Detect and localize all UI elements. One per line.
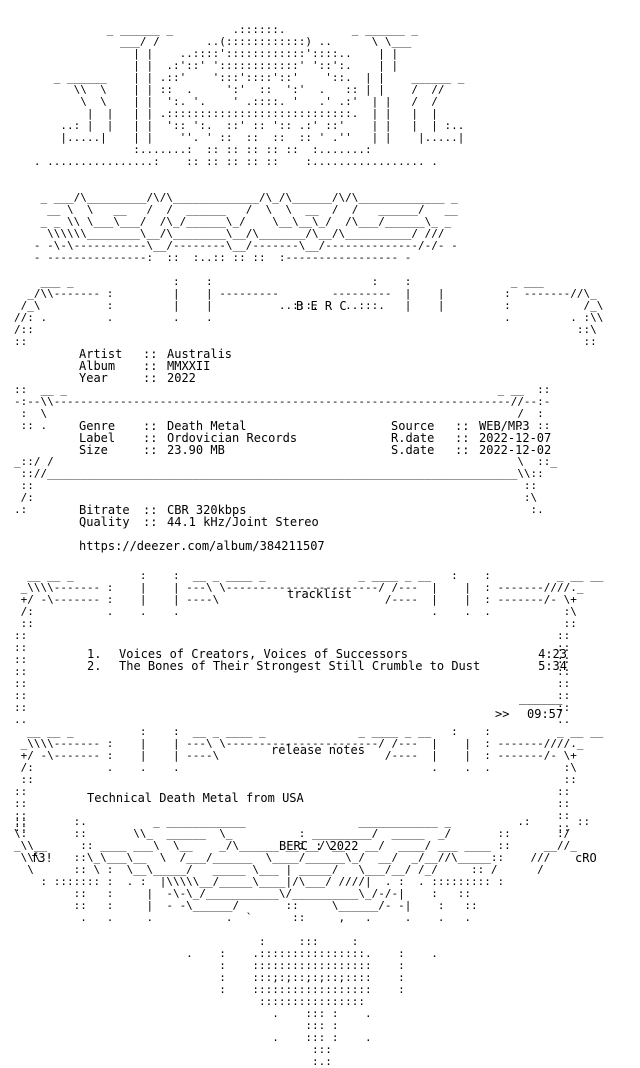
- size-value: 23.90 MB: [167, 443, 225, 457]
- year-sep: ::: [143, 371, 158, 385]
- skull-logo-art: _ ______ _ .::::::. _ ______ _ ___/ / ..…: [33, 23, 465, 168]
- track-number: 2.: [87, 659, 102, 673]
- album-url-link[interactable]: https://deezer.com/album/384211507: [79, 539, 325, 553]
- total-time: 09:57: [527, 707, 564, 721]
- album-sep: ::: [143, 359, 158, 373]
- genre-value: Death Metal: [167, 419, 247, 433]
- banner-band-art: _ ___/\_________/\/\_____________/\_/\__…: [33, 191, 458, 264]
- total-marker: >>: [495, 707, 510, 721]
- quality-label: Quality: [79, 515, 130, 529]
- track-title: The Bones of Their Strongest Still Crumb…: [119, 659, 481, 673]
- logo-text: B E R C: [296, 299, 347, 313]
- track-number: 1.: [87, 647, 102, 661]
- footer-skull-art: : ::: : . : .::::::::::::::::. : . : :::…: [186, 935, 438, 1068]
- track-title: Voices of Creators, Voices of Successors: [119, 647, 408, 661]
- total-underline: ______: [519, 691, 563, 705]
- release-notes-header-art: __ __ _ : : __ _ ____ _ _ ____ _ __ : : …: [20, 725, 604, 786]
- footer-logo-art: :: :. _ ____________ ____________ _ .: :…: [14, 815, 591, 924]
- source-value: WEB/MP3: [479, 419, 530, 433]
- source-sep: ::: [455, 419, 470, 433]
- frame-top-art: ___ _ : : : : _ ___ _/\\------- : | | --…: [14, 275, 604, 348]
- tracklist-heading: tracklist: [287, 587, 353, 601]
- footer-logo-text: BERC : 2022: [279, 839, 359, 853]
- release-notes-text: Technical Death Metal from USA: [87, 791, 304, 805]
- quality-value: 44.1 kHz/Joint Stereo: [167, 515, 319, 529]
- year-label: Year: [79, 371, 108, 385]
- footer-tag-right: cRO: [575, 851, 597, 865]
- bitrate-sep: ::: [143, 503, 158, 517]
- source-label: Source: [391, 419, 435, 433]
- rdate-sep: ::: [455, 431, 470, 445]
- footer-tag-left: f3!: [31, 851, 53, 865]
- divider-art-2: _::/ / \ ::_ :://_______________________…: [14, 455, 558, 516]
- year-value: 2022: [167, 371, 196, 385]
- album-value: MMXXII: [167, 359, 211, 373]
- tracklist-header-art: __ __ _ : : __ _ ____ _ _ ____ _ __ : : …: [20, 569, 604, 630]
- artist-value: Australis: [167, 347, 233, 361]
- bitrate-value: CBR 320kbps: [167, 503, 247, 517]
- bitrate-label: Bitrate: [79, 503, 130, 517]
- track-time: 4:23: [538, 647, 567, 661]
- release-notes-heading: release notes: [271, 743, 365, 757]
- artist-sep: ::: [143, 347, 158, 361]
- release-notes-frame-art: :: :: :: :: ::: [14, 785, 571, 834]
- size-label: Size: [79, 443, 108, 457]
- genre-label: Genre: [79, 419, 116, 433]
- quality-sep: ::: [143, 515, 158, 529]
- label-sep: ::: [143, 431, 158, 445]
- divider-art-1: :: __ _ _ __ :: -:--\\------------------…: [14, 383, 551, 432]
- sdate-label: S.date: [391, 443, 435, 457]
- rdate-value: 2022-12-07: [479, 431, 552, 445]
- album-label: Album: [79, 359, 116, 373]
- rdate-label: R.date: [391, 431, 435, 445]
- sdate-value: 2022-12-02: [479, 443, 552, 457]
- artist-label: Artist: [79, 347, 123, 361]
- track-time: 5:34: [538, 659, 567, 673]
- label-label: Label: [79, 431, 116, 445]
- genre-sep: ::: [143, 419, 158, 433]
- label-value: Ordovician Records: [167, 431, 298, 445]
- size-sep: ::: [143, 443, 158, 457]
- tracklist-frame-art: :: :: :: :: ::: [14, 629, 571, 726]
- sdate-sep: ::: [455, 443, 470, 457]
